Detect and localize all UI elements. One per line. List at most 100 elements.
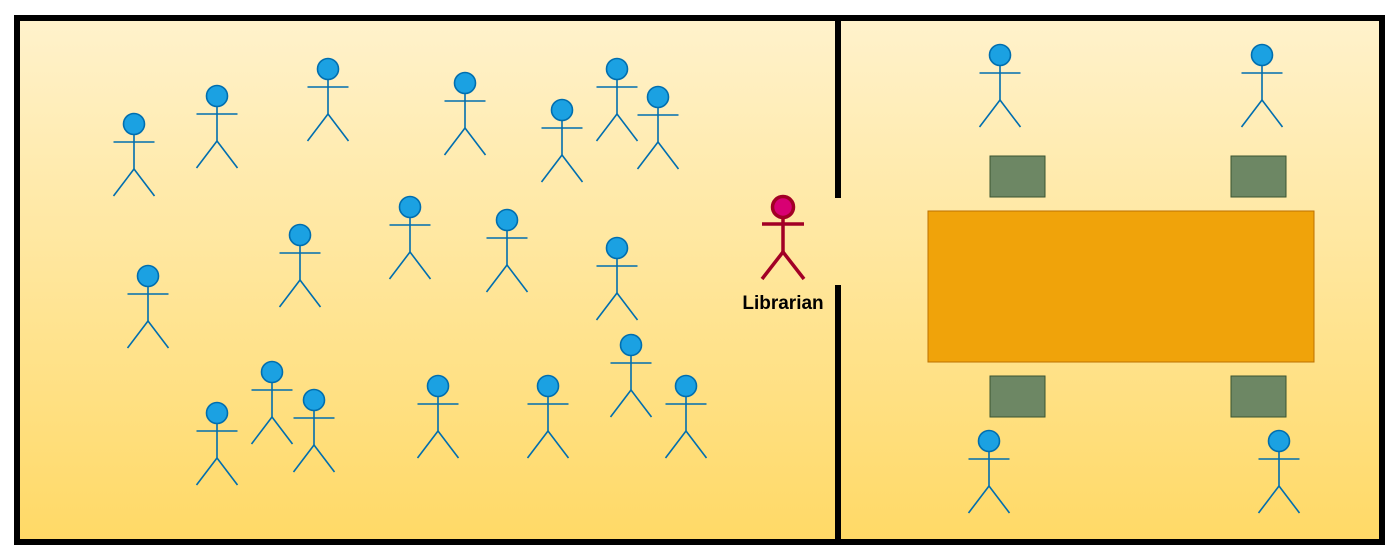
person-limb xyxy=(685,430,708,459)
person-limb xyxy=(437,430,460,459)
person-limb xyxy=(1261,99,1284,128)
person-limb xyxy=(978,99,1001,128)
person-head xyxy=(398,195,422,219)
person-head xyxy=(674,374,698,398)
person-limb xyxy=(443,127,466,156)
person-limb xyxy=(616,113,639,142)
librarian-figure xyxy=(760,194,806,281)
person-limb xyxy=(967,485,990,514)
person-limb xyxy=(195,457,218,486)
person-limb xyxy=(1257,485,1280,514)
chair-bottom-right xyxy=(1230,375,1287,418)
person-head xyxy=(646,85,670,109)
person-limb xyxy=(464,127,487,156)
waiting-person xyxy=(112,112,156,197)
person-limb xyxy=(1278,485,1301,514)
person-head xyxy=(619,333,643,357)
chair-top-left xyxy=(989,155,1046,198)
person-limb xyxy=(112,168,135,197)
chair-bottom-left xyxy=(989,375,1046,418)
person-limb xyxy=(409,251,432,280)
waiting-person xyxy=(126,264,170,349)
person-head xyxy=(302,388,326,412)
person-head xyxy=(536,374,560,398)
waiting-person xyxy=(540,98,584,183)
person-head xyxy=(495,208,519,232)
person-limb xyxy=(299,279,322,308)
person-head xyxy=(260,360,284,384)
waiting-person xyxy=(664,374,708,459)
person-head xyxy=(1267,429,1291,453)
person-limb xyxy=(1240,99,1263,128)
person-head xyxy=(1250,43,1274,67)
waiting-person xyxy=(526,374,570,459)
person-limb xyxy=(327,113,350,142)
person-limb xyxy=(271,416,294,445)
person-limb xyxy=(313,444,336,473)
person-limb xyxy=(278,279,301,308)
outer-wall xyxy=(14,15,1385,545)
person-head xyxy=(205,84,229,108)
reading-table xyxy=(927,210,1315,363)
person-limb xyxy=(292,444,315,473)
person-head xyxy=(426,374,450,398)
librarian-label: Librarian xyxy=(742,293,823,314)
person-head xyxy=(205,401,229,425)
waiting-person xyxy=(195,401,239,486)
person-limb xyxy=(250,416,273,445)
chair-top-right xyxy=(1230,155,1287,198)
person-limb xyxy=(195,140,218,169)
person-head xyxy=(288,223,312,247)
person-head xyxy=(550,98,574,122)
waiting-person xyxy=(250,360,294,445)
person-limb xyxy=(416,430,439,459)
waiting-person xyxy=(609,333,653,418)
person-head xyxy=(605,236,629,260)
people-layer xyxy=(112,43,1301,514)
person-limb xyxy=(306,113,329,142)
person-limb xyxy=(609,389,632,418)
waiting-person xyxy=(388,195,432,280)
person-limb xyxy=(630,389,653,418)
person-limb xyxy=(657,141,680,170)
librarian-head xyxy=(770,194,796,220)
person-head xyxy=(453,71,477,95)
waiting-person xyxy=(485,208,529,293)
waiting-person xyxy=(416,374,460,459)
person-head xyxy=(122,112,146,136)
person-limb xyxy=(216,457,239,486)
person-head xyxy=(988,43,1012,67)
person-limb xyxy=(388,251,411,280)
person-limb xyxy=(506,264,529,293)
person-head xyxy=(316,57,340,81)
reading-room-person xyxy=(967,429,1011,514)
waiting-person xyxy=(595,57,639,142)
person-limb xyxy=(540,154,563,183)
person-limb xyxy=(216,140,239,169)
person-head xyxy=(136,264,160,288)
person-limb xyxy=(595,292,618,321)
person-limb xyxy=(485,264,508,293)
person-limb xyxy=(126,320,149,349)
person-limb xyxy=(999,99,1022,128)
waiting-person xyxy=(443,71,487,156)
reading-room-person xyxy=(978,43,1022,128)
reading-room-person xyxy=(1240,43,1284,128)
waiting-person xyxy=(292,388,336,473)
person-head xyxy=(977,429,1001,453)
person-limb xyxy=(561,154,584,183)
reading-room-person xyxy=(1257,429,1301,514)
waiting-person xyxy=(195,84,239,169)
person-limb xyxy=(988,485,1011,514)
waiting-person xyxy=(278,223,322,308)
person-limb xyxy=(636,141,659,170)
person-limb xyxy=(616,292,639,321)
person-limb xyxy=(664,430,687,459)
person-limb xyxy=(526,430,549,459)
person-head xyxy=(605,57,629,81)
waiting-person xyxy=(595,236,639,321)
waiting-person xyxy=(636,85,680,170)
person-limb xyxy=(595,113,618,142)
waiting-person xyxy=(306,57,350,142)
